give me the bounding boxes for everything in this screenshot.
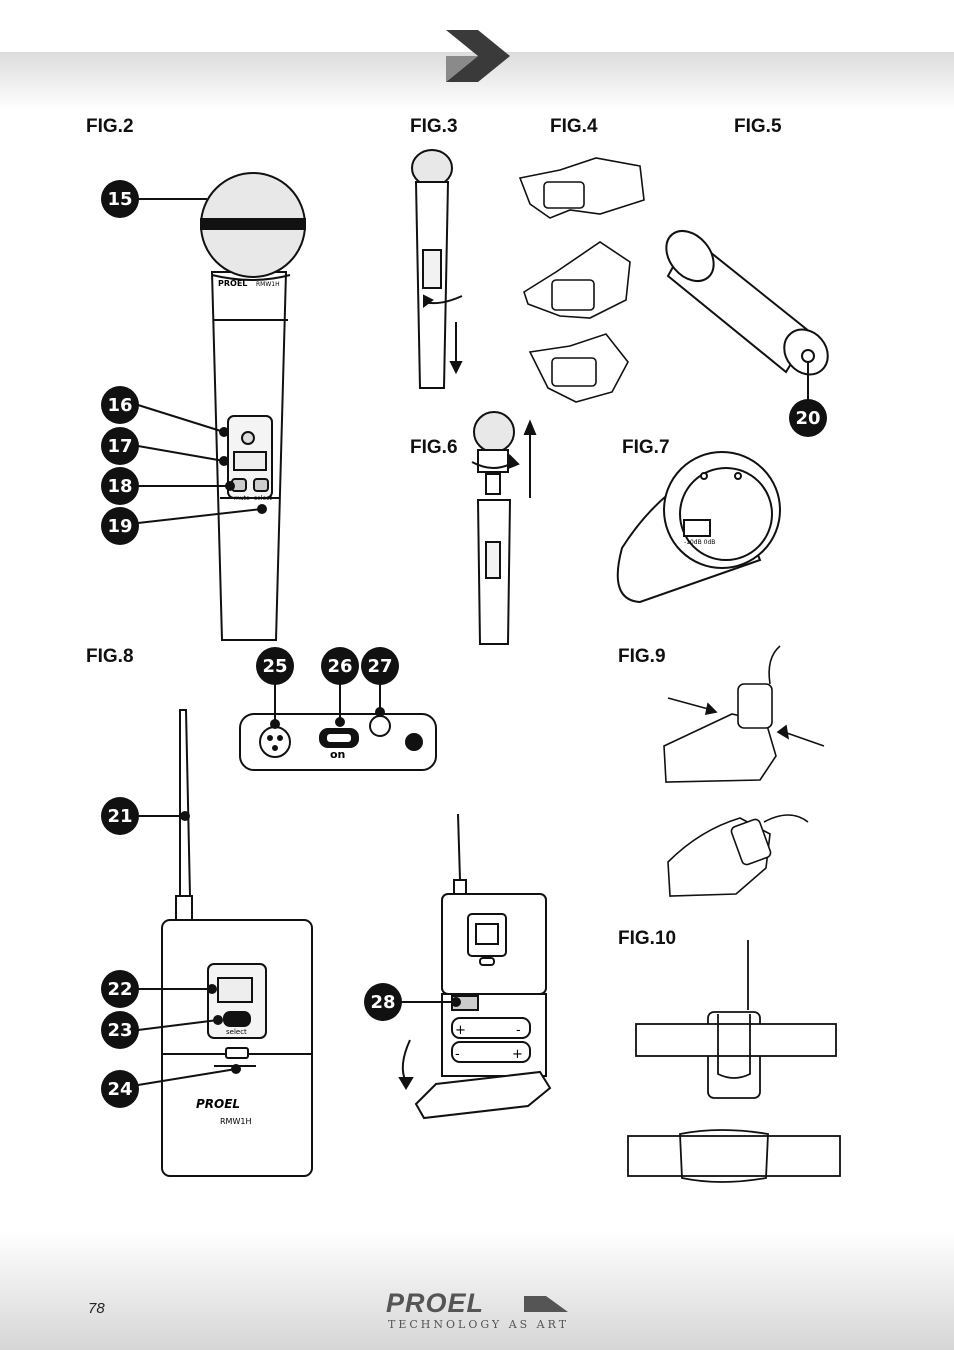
fig5-mic-battery-compartment bbox=[665, 229, 829, 400]
bodypack-open-battery-door bbox=[398, 813, 552, 1120]
callout-18: 18 bbox=[101, 467, 139, 505]
fig8b-leader-line bbox=[400, 997, 461, 1007]
fig4-title: FIG.4 bbox=[550, 116, 598, 137]
callout-25: 25 bbox=[256, 647, 294, 685]
header-chevron-icon bbox=[446, 30, 510, 82]
fig3-title: FIG.3 bbox=[410, 116, 458, 137]
proel-logo-chevron-icon bbox=[524, 1296, 568, 1312]
pack-model-label: RMW1H bbox=[220, 1117, 251, 1126]
pad-switch-label: -10dB 0dB bbox=[684, 539, 715, 546]
pack-leader-lines bbox=[137, 811, 241, 1086]
fig7-pad-switch-inside bbox=[616, 451, 781, 604]
fig8-connector-panel bbox=[239, 713, 437, 771]
fig7-title: FIG.7 bbox=[622, 437, 670, 458]
callout-19: 19 bbox=[101, 507, 139, 545]
mic-brand-label: PROEL bbox=[218, 279, 247, 288]
callout-27: 27 bbox=[361, 647, 399, 685]
fig4-battery-insert-hands bbox=[518, 157, 645, 403]
callout-15: 15 bbox=[101, 180, 139, 218]
fig2-handheld-mic bbox=[200, 172, 306, 641]
proel-logo: PROEL bbox=[386, 1288, 485, 1318]
fig10-title: FIG.10 bbox=[618, 928, 677, 949]
mic-model-label: RMW1H bbox=[256, 281, 280, 288]
callout-16: 16 bbox=[101, 386, 139, 424]
callout-28: 28 bbox=[364, 983, 402, 1021]
fig3-mic-unscrew bbox=[411, 149, 463, 389]
select-label: select bbox=[254, 495, 272, 502]
fig2-leader-lines bbox=[137, 198, 267, 524]
callout-20: 20 bbox=[789, 399, 827, 437]
mute-label: mute bbox=[234, 495, 250, 502]
fig6-mic-head-unscrew bbox=[471, 411, 537, 645]
plus-top-label: + bbox=[455, 1023, 466, 1038]
fig8-leader-lines bbox=[270, 682, 385, 729]
pack-select-label: select bbox=[226, 1028, 247, 1036]
callout-24: 24 bbox=[101, 1070, 139, 1108]
minus-bottom-label: - bbox=[455, 1047, 460, 1062]
fig10-belt-clip bbox=[627, 940, 841, 1183]
callout-26: 26 bbox=[321, 647, 359, 685]
footer-band bbox=[0, 1230, 954, 1350]
callout-23: 23 bbox=[101, 1011, 139, 1049]
fig5-title: FIG.5 bbox=[734, 116, 782, 137]
fig6-title: FIG.6 bbox=[410, 437, 458, 458]
callout-22: 22 bbox=[101, 970, 139, 1008]
fig9-pack-squeeze-hands bbox=[663, 645, 825, 897]
callout-17: 17 bbox=[101, 427, 139, 465]
logo-tagline: TECHNOLOGY AS ART bbox=[388, 1318, 570, 1331]
callout-21: 21 bbox=[101, 797, 139, 835]
on-label: on bbox=[330, 748, 345, 761]
page-number: 78 bbox=[88, 1300, 105, 1317]
minus-top-label: - bbox=[516, 1023, 521, 1038]
fig8-title: FIG.8 bbox=[86, 646, 134, 667]
plus-bottom-label: + bbox=[512, 1047, 523, 1062]
fig2-title: FIG.2 bbox=[86, 116, 134, 137]
pack-brand-label: PROEL bbox=[196, 1097, 240, 1111]
fig9-title: FIG.9 bbox=[618, 646, 666, 667]
